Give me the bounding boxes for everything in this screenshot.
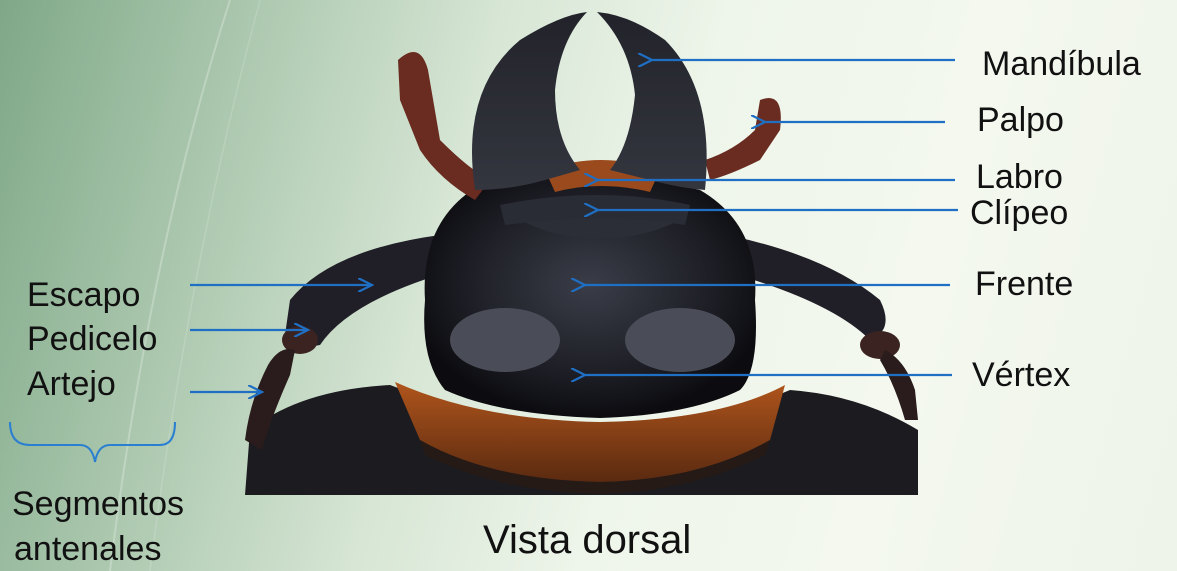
label-artejo: Artejo (27, 367, 116, 401)
label-vertex: Vértex (972, 358, 1070, 392)
label-escapo: Escapo (27, 278, 140, 312)
label-labro: Labro (976, 160, 1063, 194)
label-antenales: antenales (14, 532, 161, 566)
label-pedicelo: Pedicelo (27, 322, 157, 356)
segments-brace (10, 422, 175, 462)
label-palpo: Palpo (977, 103, 1064, 137)
label-segmentos: Segmentos (12, 487, 184, 521)
label-mandibula: Mandíbula (982, 47, 1141, 81)
label-clipeo: Clípeo (970, 196, 1068, 230)
label-frente: Frente (975, 267, 1073, 301)
caption-vista-dorsal: Vista dorsal (483, 520, 691, 560)
